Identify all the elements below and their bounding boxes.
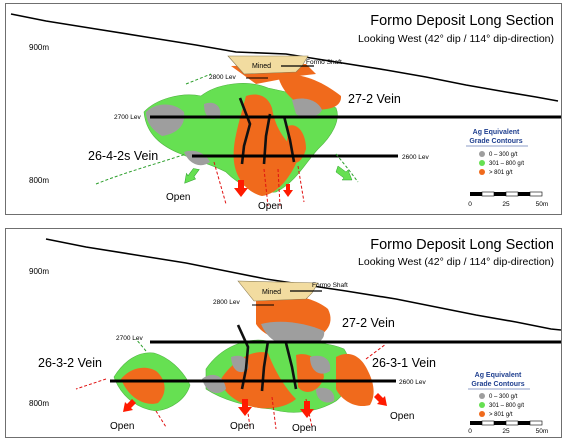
grade-contour-high-zone-27-2 — [278, 74, 342, 110]
grade-contour-high-zone-east — [286, 125, 306, 164]
long-section-diagram-top: Formo Deposit Long Section Looking West … — [10, 13, 561, 212]
long-section-diagram-bottom: Formo Deposit Long Section Looking West … — [29, 237, 561, 435]
grade-contour-low-zone-a — [231, 355, 249, 373]
grade-legend: Ag Equivalent Grade Contours 0 – 300 g/t… — [468, 372, 530, 418]
legend-label-medium: 301 – 800 g/t — [489, 161, 524, 167]
scale-label-0: 0 — [468, 201, 472, 208]
scale-bar: 0 25 50m — [468, 420, 549, 435]
open-arrow-red-4 — [374, 393, 387, 406]
open-extension-red-2 — [263, 168, 269, 207]
level-2600-label: 2600 Lev — [399, 379, 426, 386]
section-subtitle: Looking West (42° dip / 114° dip-directi… — [358, 256, 554, 268]
scale-label-25: 25 — [502, 428, 510, 435]
grade-contour-low-zone-b — [184, 150, 210, 166]
open-extension-red-2 — [155, 410, 167, 428]
level-2800-label: 2800 Lev — [209, 74, 236, 81]
elevation-label-900m: 900m — [29, 267, 49, 276]
section-title: Formo Deposit Long Section — [370, 13, 554, 29]
surface-topography-line — [45, 238, 561, 331]
legend-label-high: > 801 g/t — [489, 170, 513, 176]
legend-title-line2: Grade Contours — [469, 138, 522, 145]
legend-title-line2: Grade Contours — [471, 381, 524, 388]
open-extension-red-4 — [297, 165, 305, 203]
legend-title-line1: Ag Equivalent — [473, 129, 520, 136]
grade-contour-high-zone-central — [233, 94, 300, 196]
long-section-panel-bottom: Formo Deposit Long Section Looking West … — [5, 228, 562, 438]
section-title: Formo Deposit Long Section — [370, 237, 554, 253]
open-arrow-red-3 — [300, 401, 314, 418]
open-extension-green-1 — [135, 338, 147, 352]
legend-swatch-low — [479, 393, 485, 399]
shaft-label: Formo Shaft — [312, 282, 348, 289]
mined-label: Mined — [262, 289, 281, 296]
grade-contour-low-zone-c — [292, 98, 322, 118]
level-2700-label: 2700 Lev — [114, 114, 141, 121]
surface-topography-line — [10, 13, 559, 102]
scale-label-25: 25 — [502, 201, 510, 208]
legend-label-medium: 301 – 800 g/t — [489, 403, 524, 409]
level-2700-label: 2700 Lev — [116, 335, 143, 342]
open-label-3: Open — [292, 423, 316, 434]
long-section-panel-top: Formo Deposit Long Section Looking West … — [5, 3, 562, 215]
grade-contour-low-zone-b — [202, 374, 226, 394]
level-2600-label: 2600 Lev — [402, 154, 429, 161]
open-arrow-red-2 — [238, 399, 252, 416]
open-extension-red-6 — [365, 343, 387, 360]
mined-label: Mined — [252, 63, 271, 70]
open-label-2: Open — [258, 201, 282, 212]
open-extension-red-1 — [75, 378, 107, 390]
grade-contour-low-zone-a — [204, 102, 221, 120]
open-extension-green-east — [335, 153, 359, 183]
legend-swatch-medium — [479, 402, 485, 408]
open-extension-red-4 — [271, 396, 277, 430]
shaft-label: Formo Shaft — [306, 59, 342, 66]
open-arrow-green-east — [335, 165, 353, 181]
scale-label-50m: 50m — [536, 201, 549, 208]
elevation-label-900m: 900m — [29, 43, 49, 52]
grade-contour-low-zone-c — [310, 355, 331, 374]
vein-label-27-2: 27-2 Vein — [342, 316, 395, 330]
grade-contour-high-zone-26-3-2 — [121, 367, 165, 404]
legend-label-high: > 801 g/t — [489, 412, 513, 418]
vein-label-26-3-1: 26-3-1 Vein — [372, 356, 436, 370]
legend-label-low: 0 – 300 g/t — [489, 394, 518, 400]
open-arrow-red-2 — [283, 184, 293, 197]
open-extension-red-1 — [213, 161, 227, 205]
grade-contour-low-zone-west — [146, 104, 185, 136]
open-arrow-red-1 — [123, 399, 136, 412]
vein-trace-central — [260, 340, 270, 392]
legend-swatch-low — [479, 151, 485, 157]
vein-label-27-2: 27-2 Vein — [348, 92, 401, 106]
vein-label-26-4-2s: 26-4-2s Vein — [88, 149, 158, 163]
legend-swatch-high — [479, 169, 485, 175]
scale-label-0: 0 — [468, 428, 472, 435]
open-arrow-red-1 — [234, 180, 248, 197]
elevation-label-800m: 800m — [29, 399, 49, 408]
open-label-1: Open — [110, 421, 134, 432]
open-label-2: Open — [230, 421, 254, 432]
vein-trace-west — [236, 324, 250, 390]
legend-title-line1: Ag Equivalent — [475, 372, 522, 379]
open-extension-red-3 — [277, 168, 281, 207]
open-label-1: Open — [166, 192, 190, 203]
elevation-label-800m: 800m — [29, 176, 49, 185]
level-2800-label: 2800 Lev — [213, 299, 240, 306]
scale-bar: 0 25 50m — [468, 191, 549, 208]
scale-label-50m: 50m — [536, 428, 549, 435]
grade-legend: Ag Equivalent Grade Contours 0 – 300 g/t… — [466, 129, 528, 176]
mined-area — [237, 280, 319, 302]
section-subtitle: Looking West (42° dip / 114° dip-directi… — [358, 33, 554, 45]
legend-swatch-high — [479, 411, 485, 417]
open-extension-green-west — [95, 153, 187, 185]
open-arrow-green-west — [184, 168, 200, 184]
legend-swatch-medium — [479, 160, 485, 166]
open-extension-green-north — [185, 73, 212, 85]
open-label-4: Open — [390, 411, 414, 422]
legend-label-low: 0 – 300 g/t — [489, 152, 518, 158]
mined-area — [227, 55, 309, 75]
vein-label-26-3-2: 26-3-2 Vein — [38, 356, 102, 370]
grade-contour-low-zone-d — [316, 387, 335, 403]
